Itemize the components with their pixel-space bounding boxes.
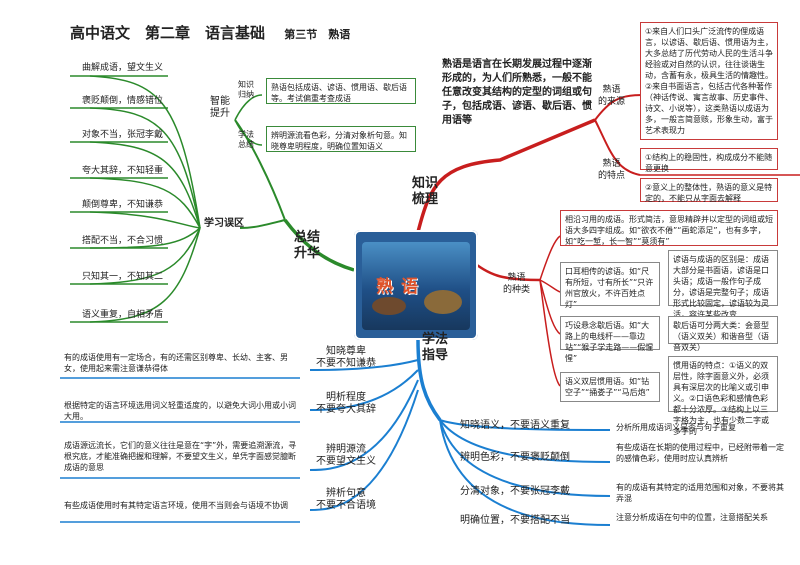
kinds-guanyongyu: 语义双层惯用语。如“钻空子”“捅娄子”“马后炮” bbox=[560, 372, 660, 402]
error-item-6: 搭配不当，不合习惯 bbox=[82, 235, 163, 247]
error-item-5: 颠倒尊卑，不知谦恭 bbox=[82, 199, 163, 211]
features-item-1: ①结构上的稳固性，构成成分不能随意更换 bbox=[640, 148, 778, 170]
method-zhixiao: 知晓语义，不要语义重复 bbox=[460, 420, 570, 432]
zhineng-label: 智能 提升 bbox=[210, 96, 230, 120]
method-mingque-note: 注意分析成语在句中的位置，注意搭配关系 bbox=[616, 512, 784, 523]
kinds-xiehouyu-note: 歇后语可分两大类：会意型（语义双关）和谐音型（语音双关） bbox=[668, 316, 778, 344]
guina-text: 熟语包括成语、谚语、惯用语、歇后语等。考试偏重考查成语 bbox=[266, 78, 416, 104]
blue-branch-4 bbox=[440, 420, 610, 525]
kinds-yanyu: 口耳相传的谚语。如“尺有所短，寸有所长”“只许州官放火，不许百姓点灯” bbox=[560, 262, 660, 306]
branch-xuefa-zhidao: 学法 指导 bbox=[418, 332, 452, 364]
error-item-7: 只知其一，不知其二 bbox=[82, 271, 163, 283]
tip-text-4: 有些成语使用时有其特定语言环境，使用不当则会与语境不协调 bbox=[64, 500, 300, 511]
tip-text-1: 有的成语使用有一定场合，有的还需区别尊卑、长幼、主客、男女，使用起来需注意谦恭得… bbox=[64, 352, 300, 374]
title-section: 第三节 熟语 bbox=[284, 28, 350, 41]
page-title: 高中语文 第二章 语言基础 第三节 熟语 bbox=[70, 22, 350, 43]
error-item-4: 夸大其辞，不知轻重 bbox=[82, 165, 163, 177]
guina-label: 知识 归纳 bbox=[238, 80, 254, 100]
kinds-xiehouyu: 巧设悬念歇后语。如“大路上的电线杆——靠边站”“猴子学走路——假惺惺” bbox=[560, 316, 660, 350]
wuqu-label: 学习误区 bbox=[204, 218, 244, 230]
tip-head-2: 明析程度 不要夸大其辞 bbox=[316, 392, 376, 416]
tip-head-4: 辨析句意 不要不合语境 bbox=[316, 488, 376, 512]
error-item-8: 语义重复，自相矛盾 bbox=[82, 309, 163, 321]
kinds-label: 熟语 的种类 bbox=[503, 272, 530, 296]
title-main: 高中语文 第二章 语言基础 bbox=[70, 24, 265, 42]
method-bianxi: 辨明色彩，不要褒贬颠倒 bbox=[460, 452, 570, 464]
method-mingque: 明确位置，不要搭配不当 bbox=[460, 515, 570, 527]
green-branch-e2 bbox=[90, 142, 200, 228]
source-label: 熟语 的来源 bbox=[598, 84, 625, 108]
red-branch-kinds-4 bbox=[540, 280, 560, 386]
tip-text-3: 成语源远流长，它们的意义往往是意在“字”外，需要追溯源流，寻根究底，才能准确把握… bbox=[64, 440, 300, 473]
definition-text: 熟语是语言在长期发展过程中逐渐形成的，为人们所熟悉，一般不能任意改变其结构的定型… bbox=[442, 58, 592, 128]
red-branch-kinds-1 bbox=[540, 236, 560, 280]
green-branch-e4 bbox=[90, 212, 200, 228]
method-fenqing: 分清对象，不要张冠李戴 bbox=[460, 486, 570, 498]
zongjie-text: 辨明源流看色彩，分清对象析句意。知晓尊卑明程度，明确位置知语义 bbox=[266, 126, 416, 152]
kinds-yanyu-note: 谚语与成语的区别是：成语大部分是书面语，谚语是口头语；成语一般作句子成分，谚语是… bbox=[668, 250, 778, 306]
kinds-chengyu: 相沿习用的成语。形式简洁，意思精辟并以定型的词组或短语大多四字组成。如“欲衣不倦… bbox=[560, 210, 778, 246]
branch-zhishi-shuli: 知识 梳理 bbox=[408, 176, 442, 208]
error-item-1: 曲解成语，望文生义 bbox=[82, 62, 163, 74]
source-box: ①来自人们口头广泛流传的俚成语言，以谚语、歇后语、惯用语为主，大多总结了历代劳动… bbox=[640, 22, 778, 140]
branch-zongjie-shenghua: 总结 升华 bbox=[290, 230, 324, 262]
tip-head-1: 知晓尊卑 不要不知谦恭 bbox=[316, 346, 376, 370]
method-fenqing-note: 有的成语有其特定的适用范围和对象，不要将其弄混 bbox=[616, 482, 784, 504]
tip-text-2: 根据特定的语言环境选用词义轻重适度的，以避免大词小用或小词大用。 bbox=[64, 400, 300, 422]
tip-head-3: 辨明源流 不要望文生义 bbox=[316, 444, 376, 468]
rock-icon bbox=[424, 290, 462, 314]
center-topic-card: 熟语 bbox=[354, 230, 478, 340]
features-item-2: ②意义上的整体性，熟语的意义是特定的，不能只从字面去解释 bbox=[640, 178, 778, 202]
center-topic-image: 熟语 bbox=[362, 242, 470, 330]
error-item-3: 对象不当，张冠李戴 bbox=[82, 129, 163, 141]
method-zhixiao-note: 分析所用成语词义是否与句子重复 bbox=[616, 422, 786, 433]
green-branch-wuqu bbox=[240, 220, 285, 228]
features-label: 熟语 的特点 bbox=[598, 158, 625, 182]
method-bianxi-note: 有些成语在长期的使用过程中，已经附带着一定的感情色彩，使用时应认真辨析 bbox=[616, 442, 784, 464]
rock-icon bbox=[372, 297, 406, 315]
zongjie-label: 学法 总结 bbox=[238, 130, 254, 150]
center-topic-word: 熟语 bbox=[376, 272, 426, 297]
error-item-2: 褒贬颠倒，情感错位 bbox=[82, 95, 163, 107]
kinds-guanyongyu-note: 惯用语的特点：①语义的双层性，除字面意义外，必须具有深层次的比喻义或引申义。②口… bbox=[668, 356, 778, 412]
